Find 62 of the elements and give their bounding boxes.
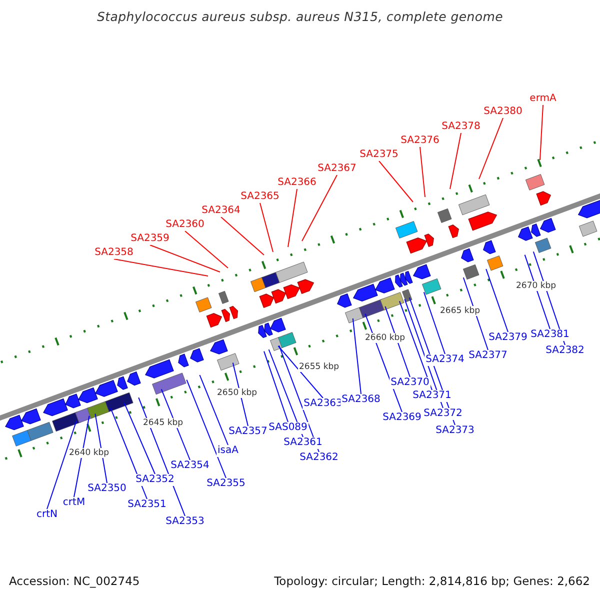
scale-label: 2660 kbp: [364, 333, 406, 343]
gene-label: SA2364: [200, 205, 242, 217]
leader-line: [278, 345, 320, 452]
leader-line: [264, 350, 288, 422]
accession-text: Accession: NC_002745: [9, 574, 140, 588]
leader-line: [268, 349, 304, 438]
genome-summary-text: Topology: circular; Length: 2,814,816 bp; Genes: 2,662: [274, 574, 590, 588]
leader-line: [220, 216, 264, 256]
leader-line: [420, 146, 426, 198]
scale-label: 2640 kbp: [68, 448, 110, 458]
leader-line: [94, 413, 108, 484]
leader-line: [110, 408, 148, 500]
gene-label: SA2367: [316, 163, 358, 175]
gene-label: SA2358: [94, 247, 134, 259]
gene-label: isaA: [216, 445, 240, 457]
gene-label: SA2366: [276, 177, 318, 189]
leader-line: [260, 202, 274, 252]
gene-label: SA2374: [424, 354, 466, 366]
gene-label: SA2360: [164, 219, 206, 231]
gene-label: SA2352: [134, 474, 176, 486]
leader-line: [302, 174, 338, 242]
leader-line: [46, 420, 77, 510]
leader-line: [378, 160, 414, 202]
leader-line: [352, 318, 362, 394]
scale-label: 2650 kbp: [216, 388, 258, 398]
leader-line: [184, 230, 228, 268]
gene-label: SA2365: [240, 191, 280, 203]
gene-label: SA2378: [440, 121, 482, 133]
leader-line: [199, 374, 228, 446]
leader-line: [423, 292, 446, 354]
scale-label: 2665 kbp: [439, 306, 482, 316]
title: Staphylococcus aureus subsp. aureus N315, complete genome: [96, 9, 504, 24]
leader-line: [486, 268, 508, 332]
gene-label: SA2375: [358, 149, 400, 161]
gene-label: SA2381: [530, 329, 570, 341]
leader-line: [114, 258, 208, 276]
gene-label: SA2361: [282, 437, 324, 449]
scale-label: 2655 kbp: [298, 362, 340, 372]
gene-label: SA2371: [412, 390, 452, 402]
leader-line: [450, 132, 462, 190]
leader-line: [384, 306, 410, 378]
leader-line: [399, 300, 432, 390]
leader-line: [288, 188, 298, 248]
scale-label: 2645 kbp: [142, 418, 184, 428]
gene-label: SAS089: [268, 422, 308, 434]
scale-label: 2670 kbp: [515, 281, 558, 291]
leader-line: [124, 402, 156, 474]
leader-line: [478, 118, 504, 180]
leader-line: [462, 277, 488, 350]
gene-label: SA2372: [422, 408, 464, 420]
leader-line: [74, 415, 90, 498]
gene-label: SA2368: [340, 394, 382, 406]
leader-line: [540, 104, 544, 160]
gene-label: SA2380: [482, 106, 524, 118]
leader-line: [524, 254, 550, 330]
gene-label: SA2359: [130, 233, 170, 245]
leader-line: [186, 379, 226, 478]
leader-line: [160, 388, 190, 460]
gene-label: SA2363: [302, 398, 344, 410]
leader-line: [150, 244, 220, 272]
gene-label: SA2370: [390, 377, 430, 389]
leader-line: [278, 346, 324, 398]
